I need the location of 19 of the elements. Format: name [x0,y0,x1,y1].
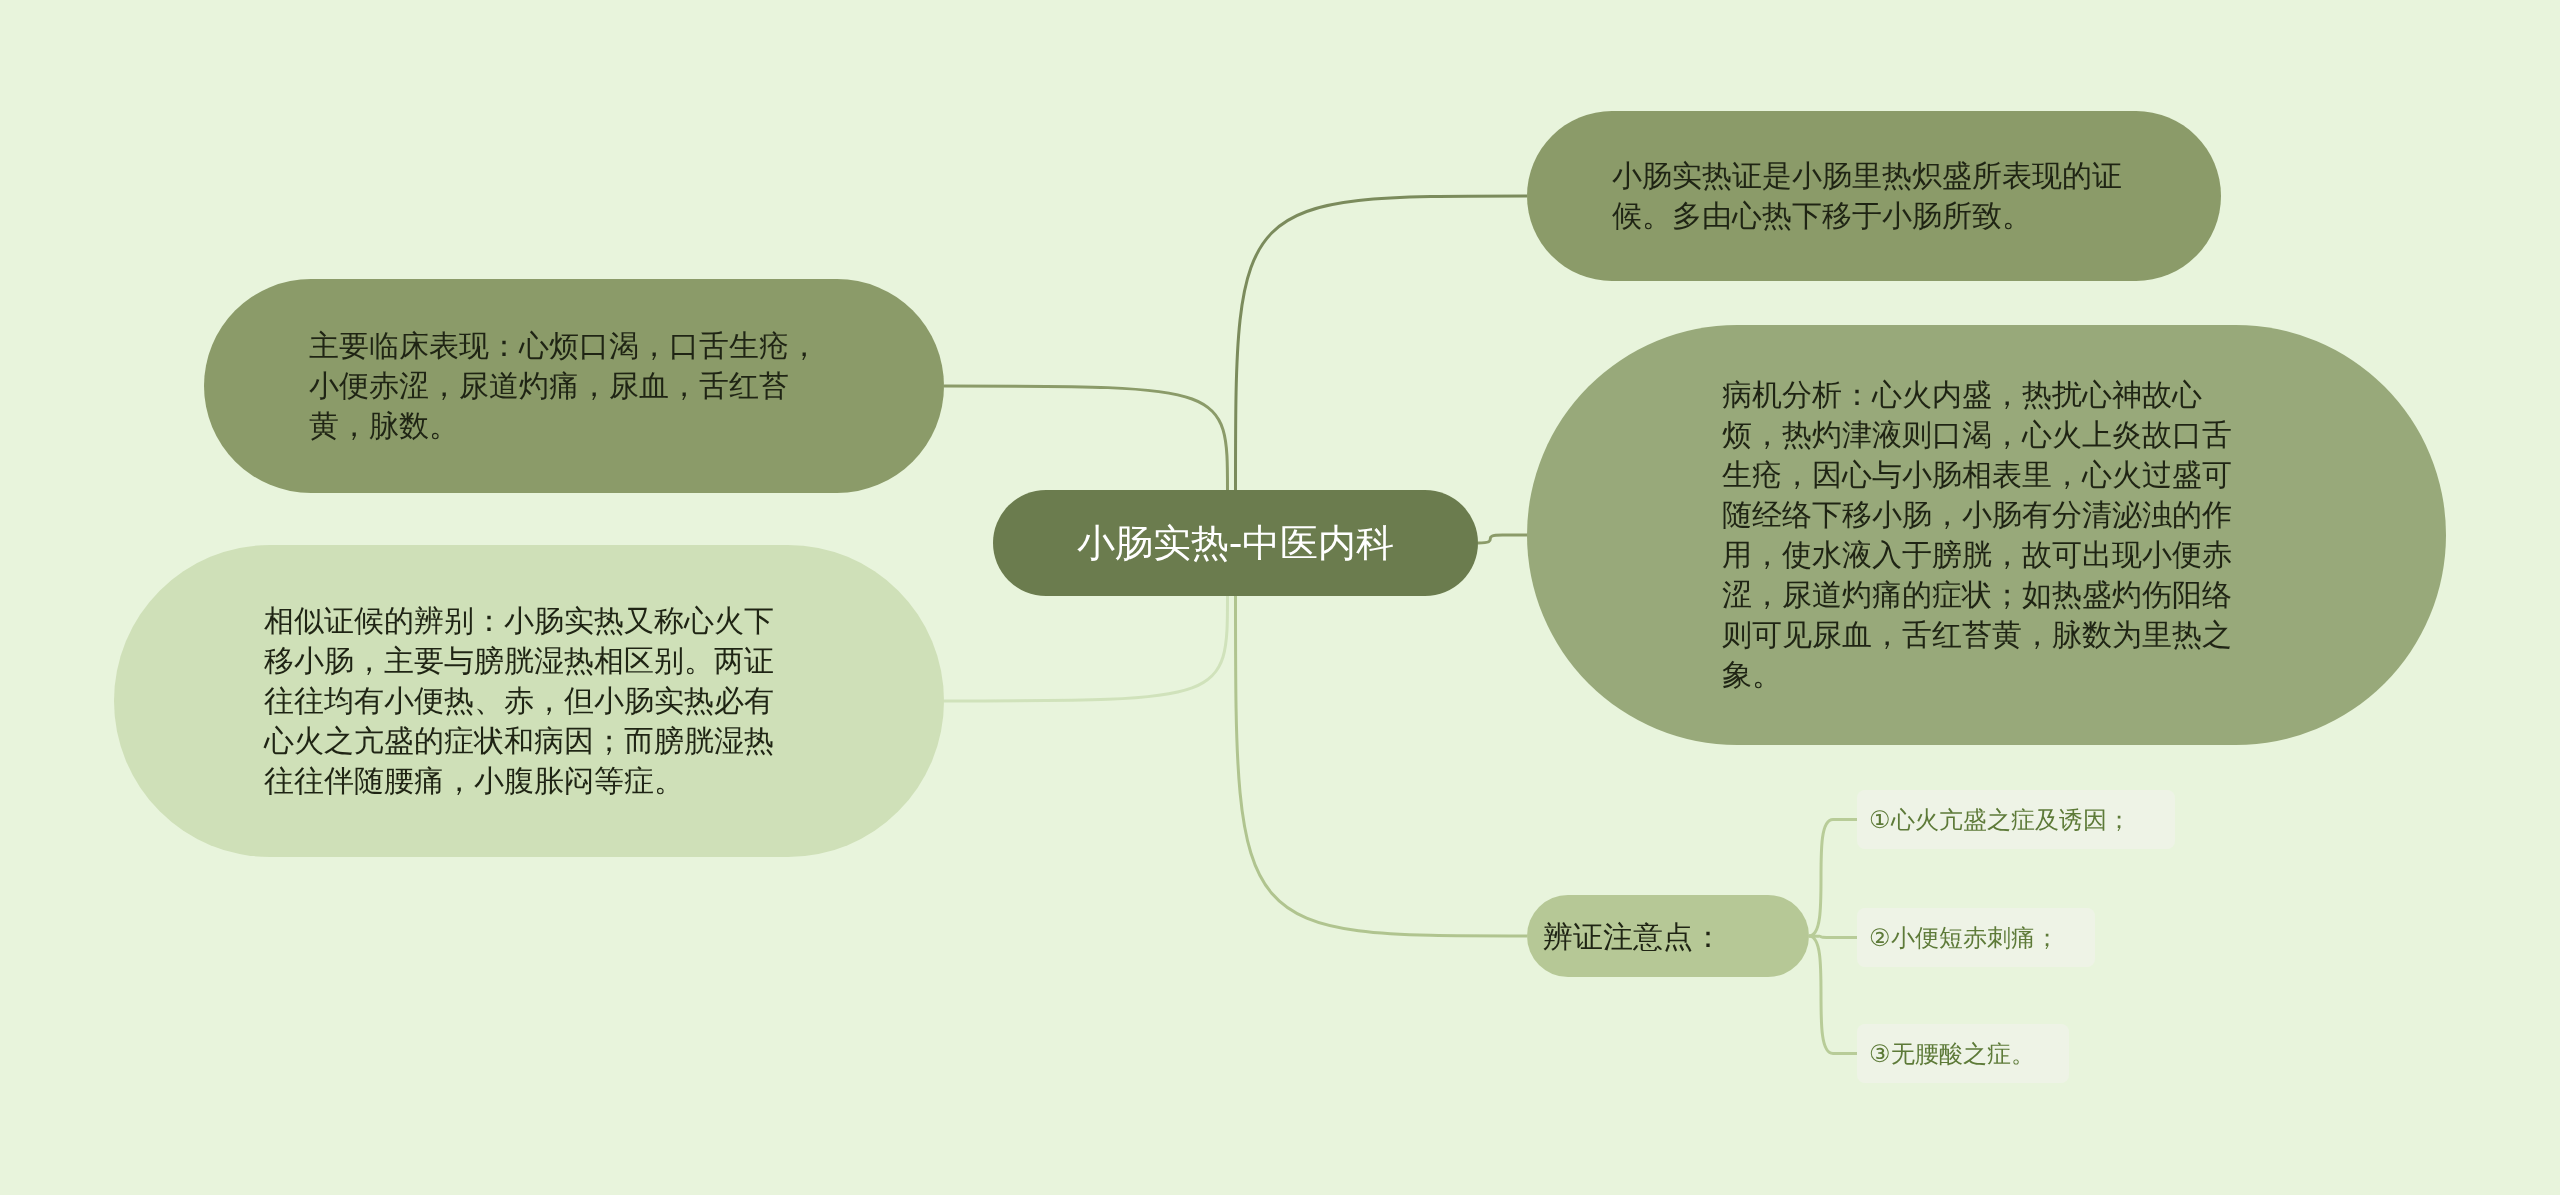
topic-text: 相似证候的辨别：小肠实热又称心火下移小肠，主要与膀胱湿热相区别。两证往往均有小便热、赤，但小肠实热必有心火之亢盛的症状和病因；而膀胱湿热往往伴随腰痛，小腹胀闷等症。 [264,602,774,800]
topic-text: 病机分析：心火内盛，热扰心神故心烦，热灼津液则口渴，心火上炎故口舌生疮，因心与小肠相表里，心火过盛可随经络下移小肠，小肠有分清泌浊的作用，使水液入于膀胱，故可出现小便赤涩，尿道灼痛的症状；如热盛灼伤阳络则可见尿血，舌红苔黄，脉数为里热之象。 [1722,376,2233,694]
topic-text: 主要临床表现：心烦口渴，口舌生疮，小便赤涩，尿道灼痛，尿血，舌红苔黄，脉数。 [309,327,820,445]
subtopic-label [1857,908,2095,967]
topic-text: ③无腰酸之症。 [1869,1038,2036,1070]
connector-line [1477,533,1527,545]
topic-text: 小肠实热-中医内科 [1075,519,1396,567]
topic-text: 辨证注意点： [1543,917,1724,956]
subtopic-label [1857,1024,2069,1083]
connector-line [944,384,1229,490]
topic-text: ②小便短赤刺痛； [1869,922,2060,954]
connector-line [1808,818,1857,938]
connector-line [944,596,1229,703]
topic-text: ①心火亢盛之症及诱因； [1869,804,2132,836]
connector-line [1234,596,1527,938]
subtopic-label [1857,790,2175,849]
connector-line [1234,194,1527,490]
connector-line [1808,934,1857,1055]
topic-text: 小肠实热证是小肠里热炽盛所表现的证候。多由心热下移于小肠所致。 [1612,157,2123,235]
